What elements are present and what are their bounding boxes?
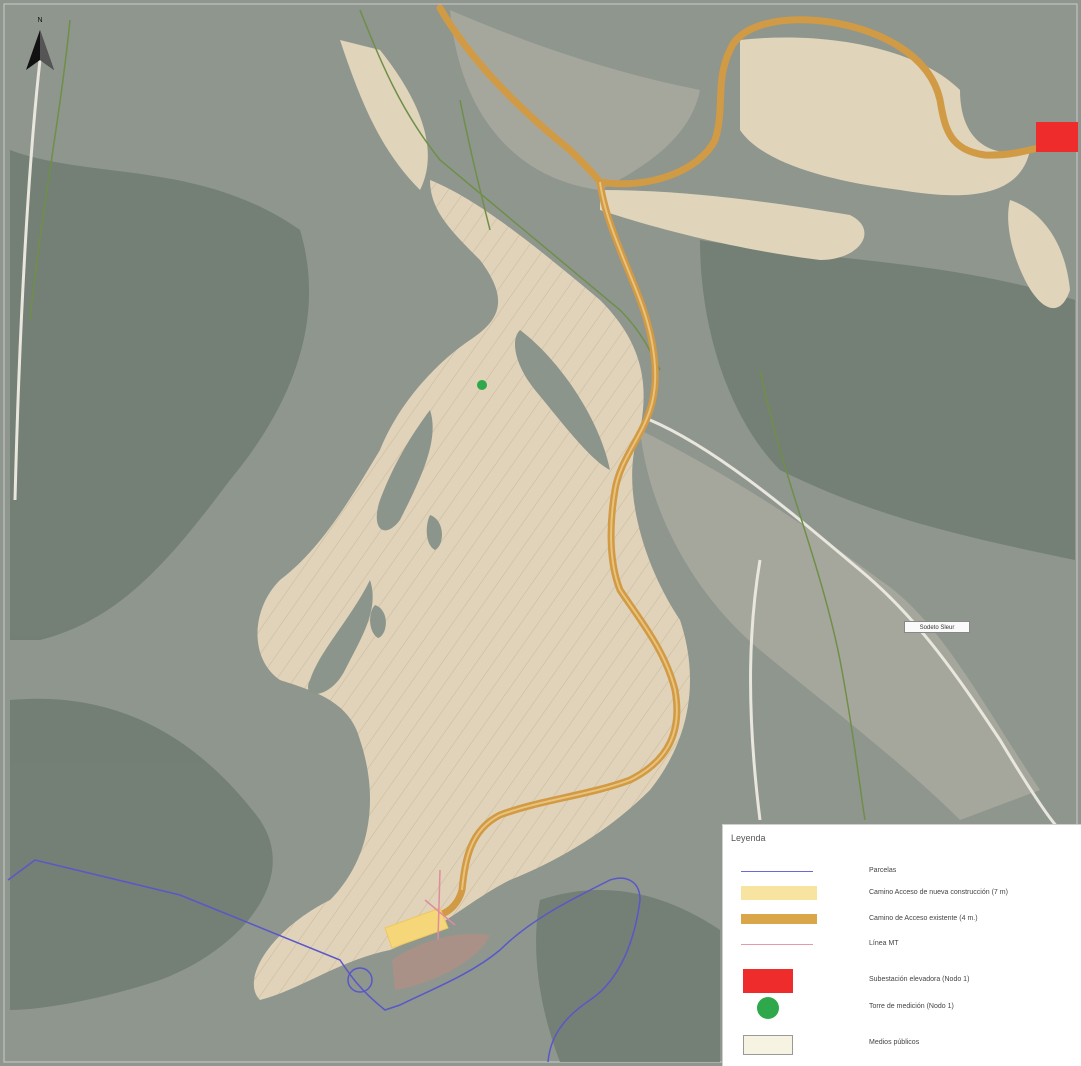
- parcel-patch: [392, 933, 490, 990]
- tower-swatch: [757, 997, 779, 1019]
- forest-areas: [10, 150, 1075, 1062]
- legend-label: Parcelas: [869, 867, 897, 874]
- legend-item-existing-road: Camino de Acceso existente (4 m.): [723, 913, 1081, 933]
- legend-item-new-road: Camino Acceso de nueva construcción (7 m…: [723, 885, 1081, 905]
- legend-item-parcels: Parcelas: [723, 865, 1081, 885]
- parcel-lines: [7, 859, 641, 1063]
- legend-item-public-land: Medios públicos: [723, 1033, 1081, 1057]
- mt-line: [424, 869, 456, 941]
- dirt-tracks: [13, 59, 1062, 832]
- legend-title: Leyenda: [731, 833, 766, 843]
- public-land-swatch: [743, 1035, 793, 1055]
- legend-label: Camino de Acceso existente (4 m.): [869, 915, 978, 922]
- tree-islands: [308, 330, 610, 694]
- measurement-tower-marker: [477, 380, 487, 390]
- road-label: Sodeto Sleur: [904, 621, 970, 633]
- clearings: [450, 10, 1040, 820]
- legend-item-mt-line: Línea MT: [723, 937, 1081, 957]
- legend-label: Línea MT: [869, 940, 899, 947]
- legend-label: Subestación elevadora (Nodo 1): [869, 976, 970, 983]
- north-label: N: [37, 17, 42, 24]
- map-border: [3, 3, 1078, 1063]
- legend-item-tower: Torre de medición (Nodo 1): [723, 997, 1081, 1021]
- substation-marker: [1036, 122, 1078, 152]
- legend-label: Medios públicos: [869, 1039, 920, 1046]
- new-access-road: [384, 907, 449, 949]
- fields: [340, 37, 1070, 309]
- north-arrow-icon: N: [26, 17, 54, 70]
- parcel-line-swatch: [741, 871, 813, 872]
- green-boundaries: [29, 9, 866, 821]
- mt-line-swatch: [741, 944, 813, 945]
- existing-road-swatch: [741, 914, 817, 924]
- legend-label: Torre de medición (Nodo 1): [869, 1003, 954, 1010]
- new-road-swatch: [741, 886, 817, 900]
- legend-label: Camino Acceso de nueva construcción (7 m…: [869, 889, 1008, 896]
- existing-access-road: [436, 4, 1054, 188]
- legend-item-substation: Subestación elevadora (Nodo 1): [723, 967, 1081, 995]
- substation-swatch: [743, 969, 793, 993]
- existing-access-road-inner: [461, 181, 678, 891]
- legend-panel: Leyenda Parcelas Camino Acceso de nueva …: [722, 824, 1081, 1066]
